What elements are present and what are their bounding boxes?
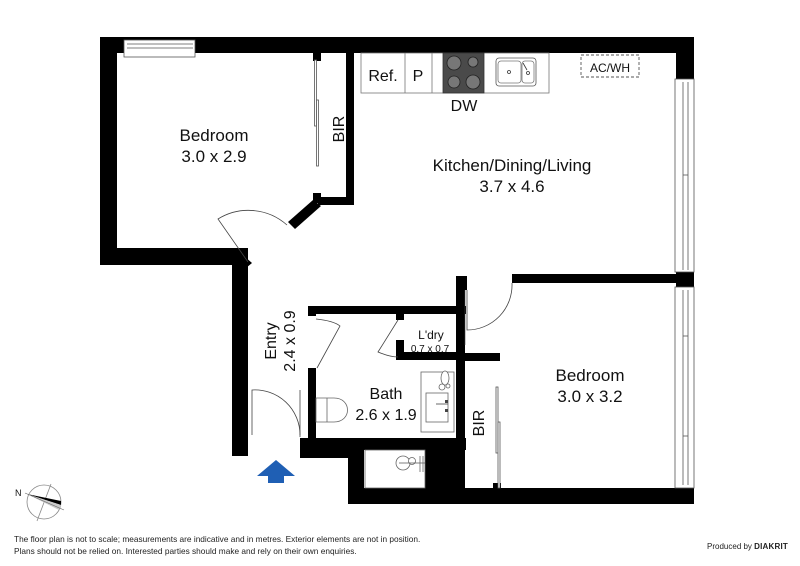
bedroom2-door[interactable]: [466, 282, 513, 331]
windows: [123, 39, 695, 489]
bir1-sliding-door: [313, 53, 321, 167]
bedroom1-name: Bedroom: [180, 126, 249, 145]
toilet-icon: [315, 397, 348, 423]
walls: [100, 37, 694, 504]
compass-icon: [24, 483, 65, 522]
disclaimer-line-1: The floor plan is not to scale; measurem…: [14, 534, 421, 544]
bedroom1-size: 3.0 x 2.9: [181, 147, 246, 166]
dishwasher-label: DW: [451, 98, 479, 115]
bedroom2-name: Bedroom: [556, 366, 625, 385]
bath-size: 2.6 x 1.9: [355, 407, 416, 424]
bath-name: Bath: [370, 386, 403, 403]
entry-size: 2.4 x 0.9: [282, 310, 299, 371]
laundry-door[interactable]: [377, 319, 399, 358]
laundry-size: 0.7 x 0.7: [411, 344, 450, 355]
disclaimer-line-2: Plans should not be relied on. Intereste…: [14, 546, 357, 556]
disclaimer: The floor plan is not to scale; measurem…: [14, 533, 420, 557]
credit-brand: DIAKRIT: [754, 542, 788, 551]
entry-arrow-icon: [257, 460, 295, 483]
bedroom1-door[interactable]: [217, 209, 288, 263]
laundry-name: L'dry: [418, 328, 444, 342]
bath-fixtures: [315, 370, 455, 433]
doors[interactable]: [217, 209, 513, 437]
front-door[interactable]: [251, 389, 301, 436]
shower: [364, 449, 426, 489]
ac-wh-label: AC/WH: [590, 61, 630, 75]
credit-prefix: Produced by: [707, 542, 755, 551]
compass-north-label: N: [15, 488, 22, 498]
kitchen-bench: [360, 52, 550, 94]
pantry-label: P: [413, 68, 424, 85]
bath-door[interactable]: [315, 318, 341, 369]
bedroom2-size: 3.0 x 3.2: [557, 387, 622, 406]
bir2-sliding-door: [493, 386, 501, 491]
entry-name: Entry: [263, 322, 280, 359]
fridge-label: Ref.: [368, 68, 397, 85]
kitchen-name: Kitchen/Dining/Living: [433, 156, 592, 175]
producer-credit: Produced by DIAKRIT: [707, 542, 788, 551]
bir1-label: BIR: [331, 116, 348, 143]
kitchen-size: 3.7 x 4.6: [479, 177, 544, 196]
bir2-label: BIR: [471, 410, 488, 437]
